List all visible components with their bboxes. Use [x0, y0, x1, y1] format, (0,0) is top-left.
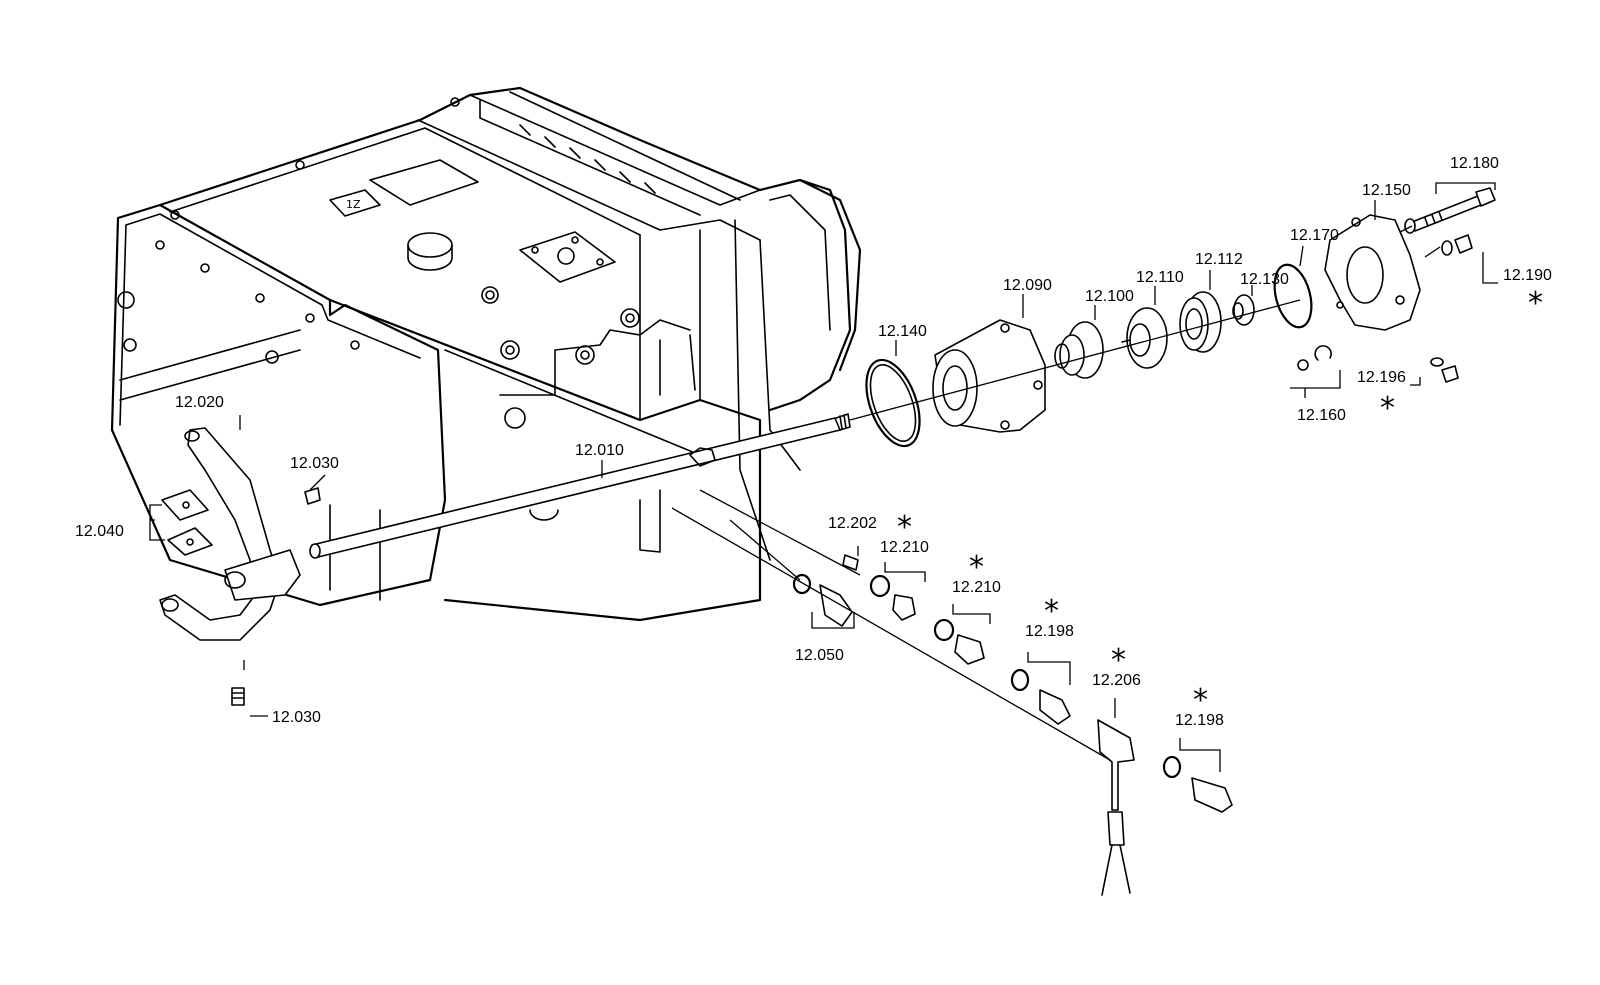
o-ring-12170 — [1273, 263, 1313, 329]
switch-12198a — [1010, 668, 1071, 725]
housing-12090 — [932, 319, 1046, 433]
connector-12206 — [1097, 719, 1135, 896]
label-12090: 12.090 — [1003, 277, 1052, 294]
label-12198-upper: 12.198 — [1025, 623, 1074, 640]
label-12112: 12.112 — [1195, 251, 1243, 268]
asterisk-icon: * — [1044, 594, 1059, 629]
asterisk-icon: * — [1380, 391, 1395, 426]
clip-12160 — [1297, 345, 1332, 371]
seal-12100 — [1054, 321, 1104, 379]
part-labels: 12.010 12.020 12.030 12.030 12.040 12.05… — [75, 155, 1552, 729]
label-12010: 12.010 — [575, 442, 624, 459]
label-12100: 12.100 — [1085, 288, 1134, 305]
plug-12210a — [869, 574, 916, 621]
label-12210-first: 12.210 — [880, 539, 929, 556]
asterisk-icon: * — [1111, 643, 1126, 678]
leader-lines — [149, 182, 1498, 772]
label-12160: 12.160 — [1297, 407, 1346, 424]
label-12110: 12.110 — [1136, 269, 1184, 286]
label-12040: 12.040 — [75, 523, 124, 540]
sensor-bolt-12050 — [792, 573, 853, 627]
asterisk-icon: * — [969, 550, 984, 585]
shift-fork — [159, 427, 301, 641]
plug-12196 — [1430, 357, 1459, 383]
label-12206: 12.206 — [1092, 672, 1141, 689]
label-12190: 12.190 — [1503, 267, 1552, 284]
assembly-axes — [671, 225, 1441, 761]
label-12150: 12.150 — [1362, 182, 1411, 199]
svg-text:1Z: 1Z — [346, 198, 361, 211]
asterisk-icon: * — [897, 510, 912, 545]
cover-12150 — [1324, 214, 1421, 331]
o-ring-12140 — [865, 358, 921, 448]
label-12050: 12.050 — [795, 647, 844, 664]
asterisk-icon: * — [1193, 683, 1208, 718]
gearbox-housing: 1Z — [110, 86, 862, 622]
flange-12110 — [1121, 307, 1168, 369]
switch-12198b — [1162, 755, 1233, 813]
shift-rod — [309, 413, 851, 559]
fork-screws — [231, 487, 321, 706]
fork-pads — [161, 489, 213, 556]
asterisk-icon: * — [1528, 286, 1543, 321]
screw-12190 — [1441, 234, 1473, 256]
bearing-12112 — [1179, 291, 1222, 353]
label-12198-lower: 12.198 — [1175, 712, 1224, 729]
nut-12130 — [1232, 294, 1255, 326]
label-12210-second: 12.210 — [952, 579, 1001, 596]
label-12202: 12.202 — [828, 515, 877, 532]
asterisk-marks: * * * * * * * — [897, 286, 1543, 718]
label-12170: 12.170 — [1290, 227, 1339, 244]
bolt-12180 — [1404, 187, 1496, 234]
plug-12210b — [933, 618, 985, 665]
label-12030-upper: 12.030 — [290, 455, 339, 472]
label-12030-lower: 12.030 — [272, 709, 321, 726]
label-12020: 12.020 — [175, 394, 224, 411]
label-12140: 12.140 — [878, 323, 927, 340]
label-12196: 12.196 — [1357, 369, 1406, 386]
label-12130: 12.130 — [1240, 271, 1289, 288]
pin-12202 — [842, 554, 859, 571]
label-12180: 12.180 — [1450, 155, 1499, 172]
